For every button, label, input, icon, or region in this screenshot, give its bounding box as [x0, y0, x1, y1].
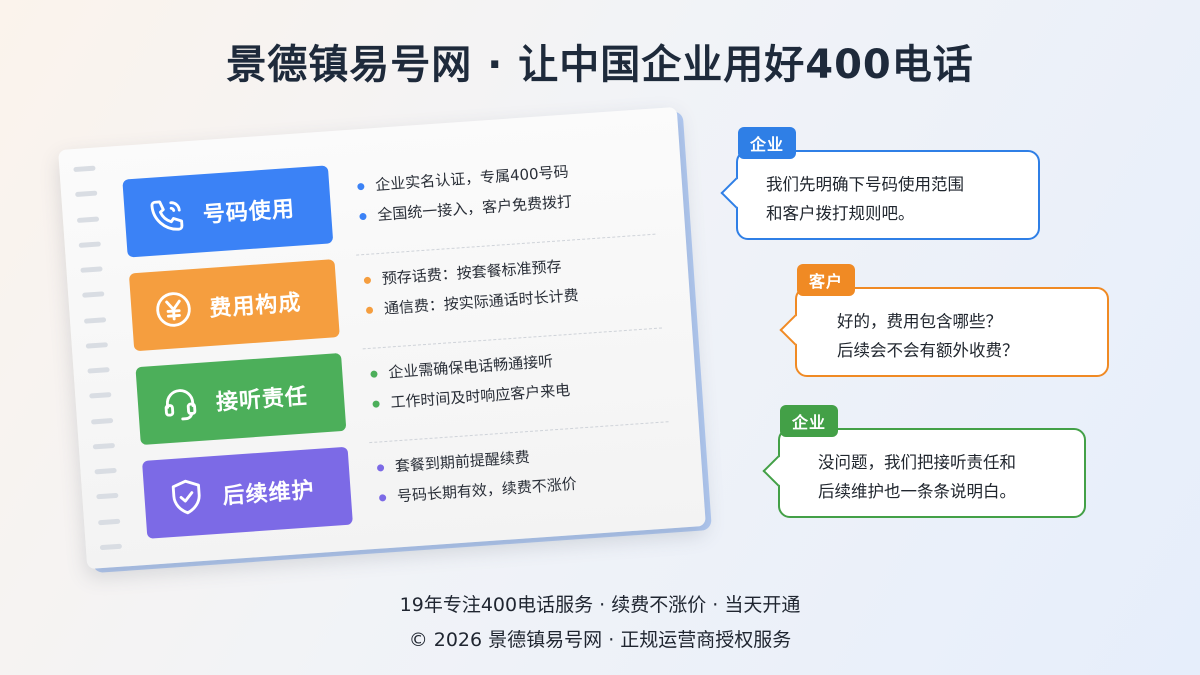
usage-bullets: 企业实名认证，专属400号码 全国统一接入，客户免费拨打	[354, 151, 657, 232]
chat-bubble-enterprise-2: 没问题，我们把接听责任和 后续维护也一条条说明白。	[762, 428, 1086, 518]
phone-icon	[146, 194, 189, 237]
chat-line: 我们先明确下号码使用范围	[766, 175, 964, 194]
rule-row-usage: 号码使用 企业实名认证，专属400号码 全国统一接入，客户免费拨打	[122, 142, 667, 263]
answering-bullets: 企业需确保电话畅通接听 工作时间及时响应客户来电	[367, 338, 670, 419]
maintenance-label: 后续维护	[221, 478, 316, 510]
footer-copyright: © 2026 景德镇易号网 · 正规运营商授权服务	[408, 629, 792, 651]
speaker-tag-customer: 客户	[797, 264, 856, 296]
rule-row-fees: 费用构成 预存话费：按套餐标准预存 通信费：按实际通话时长计费	[128, 236, 674, 357]
headset-icon	[159, 382, 202, 425]
speaker-tag-enterprise: 企业	[780, 405, 839, 437]
usage-badge: 号码使用	[122, 165, 334, 258]
fees-label: 费用构成	[208, 290, 303, 322]
bubble-tail	[720, 177, 752, 209]
chat-line: 后续会不会有额外收费？	[837, 341, 1019, 360]
chat-bubble-customer: 好的，费用包含哪些？ 后续会不会有额外收费？	[779, 287, 1109, 377]
bubble-tail	[762, 455, 794, 487]
chat-line: 后续维护也一条条说明白。	[818, 482, 1016, 501]
chat-bubble-enterprise-1: 我们先明确下号码使用范围 和客户拨打规则吧。	[720, 150, 1040, 240]
answering-badge: 接听责任	[135, 352, 347, 446]
fees-bullets: 预存话费：按套餐标准预存 通信费：按实际通话时长计费	[361, 244, 664, 325]
answering-label: 接听责任	[215, 384, 309, 416]
usage-label: 号码使用	[202, 196, 296, 229]
chat-line: 没问题，我们把接听责任和	[818, 453, 1016, 472]
yuan-icon	[152, 288, 195, 331]
shield-check-icon	[165, 476, 208, 519]
bubble-tail	[779, 314, 811, 346]
chat-line: 好的，费用包含哪些？	[837, 312, 1002, 331]
rule-row-answering: 接听责任 企业需确保电话畅通接听 工作时间及时响应客户来电	[135, 330, 680, 451]
maintenance-badge: 后续维护	[141, 446, 353, 539]
page-title: 景德镇易号网 · 让中国企业用好400电话	[226, 42, 974, 88]
fees-badge: 费用构成	[128, 259, 340, 352]
notebook-card: 号码使用 企业实名认证，专属400号码 全国统一接入，客户免费拨打 费用构成 预…	[58, 106, 706, 570]
notebook-binding	[73, 165, 126, 551]
speaker-tag-enterprise: 企业	[738, 127, 797, 159]
footer-tagline: 19年专注400电话服务 · 续费不涨价 · 当天开通	[399, 594, 801, 616]
maintenance-bullets: 套餐到期前提醒续费 号码长期有效，续费不涨价	[374, 432, 677, 513]
chat-line: 和客户拨打规则吧。	[766, 204, 915, 223]
rule-row-maintenance: 后续维护 套餐到期前提醒续费 号码长期有效，续费不涨价	[141, 423, 687, 544]
